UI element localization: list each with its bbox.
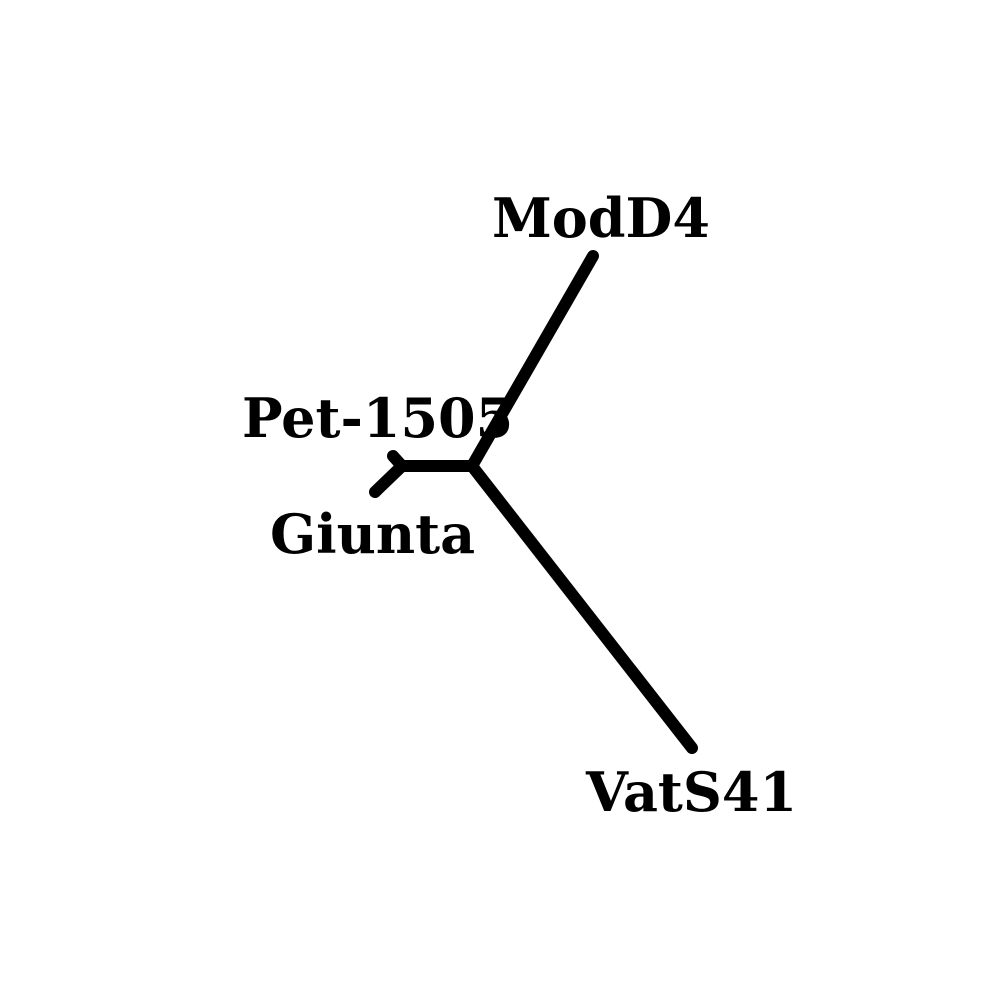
leaf-label-pet1505: Pet-1505 (242, 386, 513, 450)
leaf-label-vats41: VatS41 (585, 760, 797, 824)
branch-giunta (369, 460, 408, 498)
branch-vats41 (466, 460, 698, 754)
leaf-label-giunta: Giunta (270, 502, 475, 566)
leaf-label-modd4: ModD4 (492, 186, 710, 250)
branch-modd4 (466, 250, 599, 472)
